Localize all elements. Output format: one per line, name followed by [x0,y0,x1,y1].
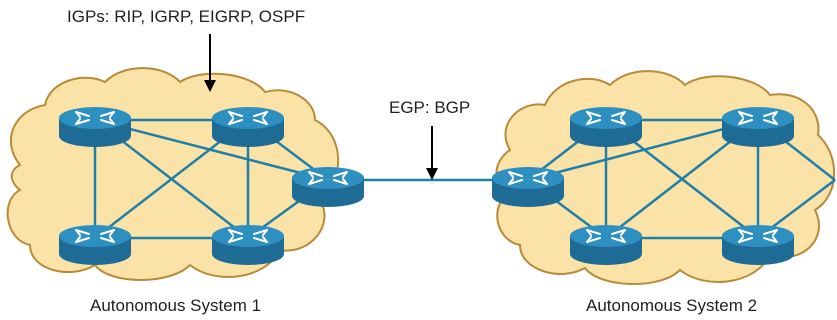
egp-arrow-icon [426,126,438,180]
router-icon [58,106,132,148]
egp-label: EGP: BGP [389,98,470,117]
router-icon [721,224,795,266]
router-icon [721,106,795,148]
router-icon [211,106,285,148]
as1-label: Autonomous System 1 [90,296,261,315]
router-icon [211,224,285,266]
igp-label: IGPs: RIP, IGRP, EIGRP, OSPF [67,7,305,26]
as1-cloud [6,67,340,281]
as2-label: Autonomous System 2 [586,296,757,315]
router-icon [569,106,643,148]
router-icon [58,224,132,266]
router-icon [569,224,643,266]
router-icon [291,166,365,208]
router-icon [491,166,565,208]
igp-arrow-icon [204,34,216,92]
